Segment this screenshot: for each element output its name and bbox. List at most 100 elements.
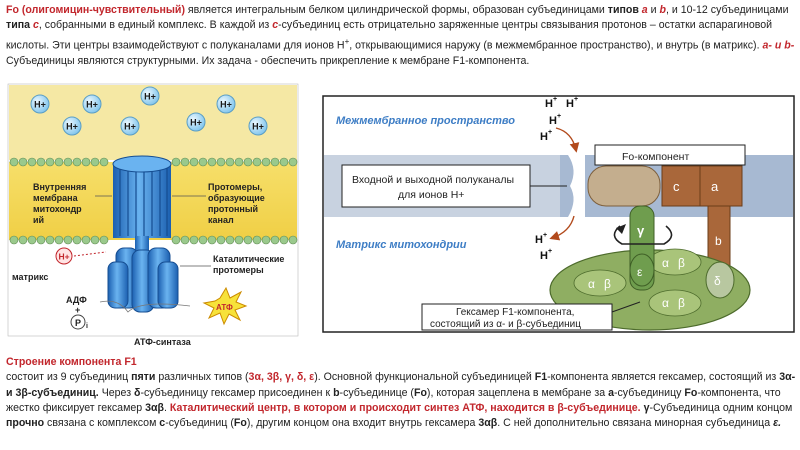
text-span: и	[647, 4, 660, 16]
lipid-head	[207, 157, 217, 167]
alpha-label: α	[588, 277, 595, 291]
catalytic-protomers	[107, 247, 179, 313]
h-ion-matrix: H+	[55, 247, 73, 265]
top-paragraph: Fo (олигомицин-чувствительный) является …	[6, 3, 796, 69]
subunit-b-label: b	[715, 234, 722, 248]
text-span: -субъединиц есть отрицательно заряженные…	[6, 19, 773, 52]
protomers-label: Протомеры, образующие протонный канал	[208, 182, 267, 225]
matrix-mito-label: Матрикс митохондрии	[336, 239, 467, 251]
h-ion-label: H+	[58, 252, 69, 262]
subunit-list: 3α, 3β, γ, δ, ε	[248, 371, 315, 384]
lipid-head	[180, 235, 190, 245]
plus-sign: +	[75, 305, 80, 315]
f1-title: Строение компонента F1	[6, 356, 137, 368]
c-ring	[587, 165, 661, 207]
half-channel-gap	[568, 155, 585, 217]
text-span: -компонента, что жестко фиксирует гексам…	[6, 386, 781, 414]
left-diagram: H+ H+ H+ H+ H+ H+ H+ H+ H+ Внутренняя ме…	[7, 83, 299, 347]
lipid-head	[279, 235, 289, 245]
atp-synthase-caption: АТФ-синтаза	[134, 337, 192, 347]
subunit-a-ref: a	[641, 4, 648, 16]
svg-text:+: +	[548, 129, 552, 136]
lipid-heads	[9, 157, 298, 245]
lipid-head	[216, 157, 226, 167]
text-span: 3α- и 3β-субъединиц.	[6, 371, 796, 399]
h-ion-label: H+	[220, 100, 232, 110]
right-diagram: Межмембранное пространство Входной и вых…	[322, 95, 795, 333]
subunit-epsilon	[629, 253, 655, 287]
text-span: -компонента является гексамер, состоящий…	[547, 371, 780, 384]
half-channels-box	[341, 164, 531, 208]
beta-label: β	[604, 277, 611, 291]
lipid-head	[90, 235, 100, 245]
text-span: , собранными в единый комплекс. В каждой…	[38, 19, 273, 32]
text-span: -субъединиц (	[165, 417, 234, 430]
h-ion: H+	[140, 86, 160, 106]
lipid-head	[72, 157, 82, 167]
text-span: . С ней дополнительно связана минорная с…	[497, 417, 774, 430]
text-span: F1	[534, 371, 548, 384]
text-span: , и 10-12 субъединицами	[665, 4, 789, 16]
subunit-c-ref: c	[32, 19, 39, 32]
lipid-head	[198, 235, 208, 245]
text-span: Fo	[413, 386, 427, 399]
adp-label: АДФ	[66, 295, 87, 305]
catalytic-center-note: Каталитический центр, в котором и происх…	[169, 401, 641, 414]
subunit-b-ref: b	[659, 4, 666, 16]
lipid-head	[225, 157, 235, 167]
h-ion: H+	[186, 112, 206, 132]
lipid-head	[189, 235, 199, 245]
subunit-a-label: a	[711, 179, 719, 194]
beta-label: β	[678, 296, 685, 310]
catalytic-label: Каталитические протомеры	[213, 254, 287, 275]
text-span: типа	[6, 19, 33, 32]
text-span: +	[344, 36, 350, 46]
lipid-head	[9, 235, 19, 245]
h-ion-text: H	[540, 250, 548, 262]
subunit-delta	[705, 261, 735, 299]
lipid-head	[171, 157, 181, 167]
lipid-head	[171, 235, 181, 245]
intermembrane-label: Межмембранное пространство	[336, 115, 515, 127]
lipid-head	[234, 235, 244, 245]
lipid-head	[288, 235, 298, 245]
text-span: 3αβ	[478, 417, 498, 430]
lipid-head	[252, 235, 262, 245]
lipid-head	[27, 157, 37, 167]
protomer-cylinders	[112, 155, 172, 256]
h-ion-text: H	[549, 115, 557, 127]
lipid-head	[288, 157, 298, 167]
text-span: а	[608, 386, 614, 399]
h-ions: H+ H+ H+ H+ H+ H+ H+ H+ H+	[30, 86, 268, 265]
h-ion: H+	[248, 116, 268, 136]
svg-text:+: +	[557, 113, 561, 120]
text-span: b	[333, 386, 340, 399]
text-span: .	[163, 401, 170, 414]
lipid-head	[9, 157, 19, 167]
svg-text:+: +	[574, 96, 578, 103]
epsilon-label: ε	[637, 265, 643, 279]
h-ion-label: H+	[252, 122, 264, 132]
inner-membrane-label: Внутренняя мембрана митохондр ий	[33, 182, 89, 225]
lipid-head	[81, 235, 91, 245]
h-ion-label: H+	[34, 100, 46, 110]
lipid-head	[261, 235, 271, 245]
text-span: γ	[643, 401, 650, 414]
fo-label-box	[594, 144, 746, 166]
svg-text:+: +	[548, 248, 552, 255]
text-span: Fo	[233, 417, 247, 430]
lipid-head	[36, 157, 46, 167]
beta-label: β	[678, 256, 685, 270]
text-span: ). Основной функциональной субъединицей	[314, 371, 535, 384]
lipid-head	[81, 157, 91, 167]
proton-out-arrow	[549, 215, 575, 241]
lipid-head	[99, 157, 109, 167]
h-ion-text: H	[535, 234, 543, 246]
lipid-head	[45, 235, 55, 245]
matrix-label: матрикс	[12, 272, 48, 282]
lipid-head	[63, 157, 73, 167]
lipid-head	[189, 157, 199, 167]
text-span: ε.	[773, 417, 782, 430]
h-ion: H+	[120, 116, 140, 136]
lipid-head	[72, 235, 82, 245]
